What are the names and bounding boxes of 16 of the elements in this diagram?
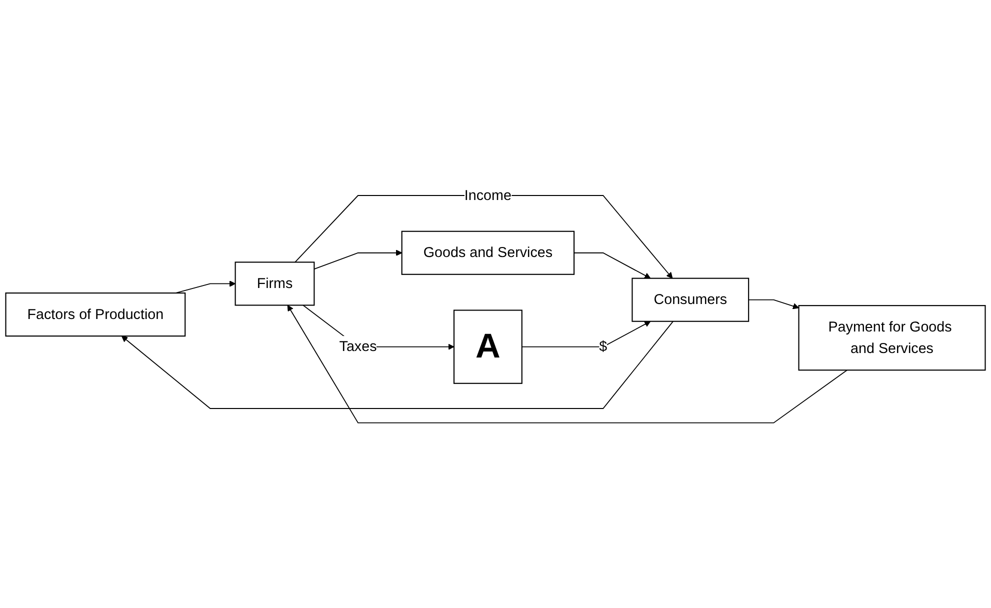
arrow — [175, 280, 236, 294]
arrow — [121, 321, 674, 410]
node-box: Firms — [234, 262, 315, 306]
node-box: A — [453, 310, 522, 384]
arrow — [748, 300, 800, 310]
arrow — [574, 252, 651, 279]
node-box: Consumers — [632, 278, 750, 322]
edge-label: $ — [599, 339, 608, 355]
node-box: Goods and Services — [401, 231, 575, 276]
node-box: Factors of Production — [5, 292, 186, 337]
edge-label: Income — [464, 188, 512, 204]
arrow — [294, 195, 673, 279]
node-box: Payment for Goods and Services — [798, 305, 986, 371]
arrow — [314, 250, 402, 270]
edge-label: Taxes — [339, 339, 377, 355]
arrow — [521, 321, 651, 348]
